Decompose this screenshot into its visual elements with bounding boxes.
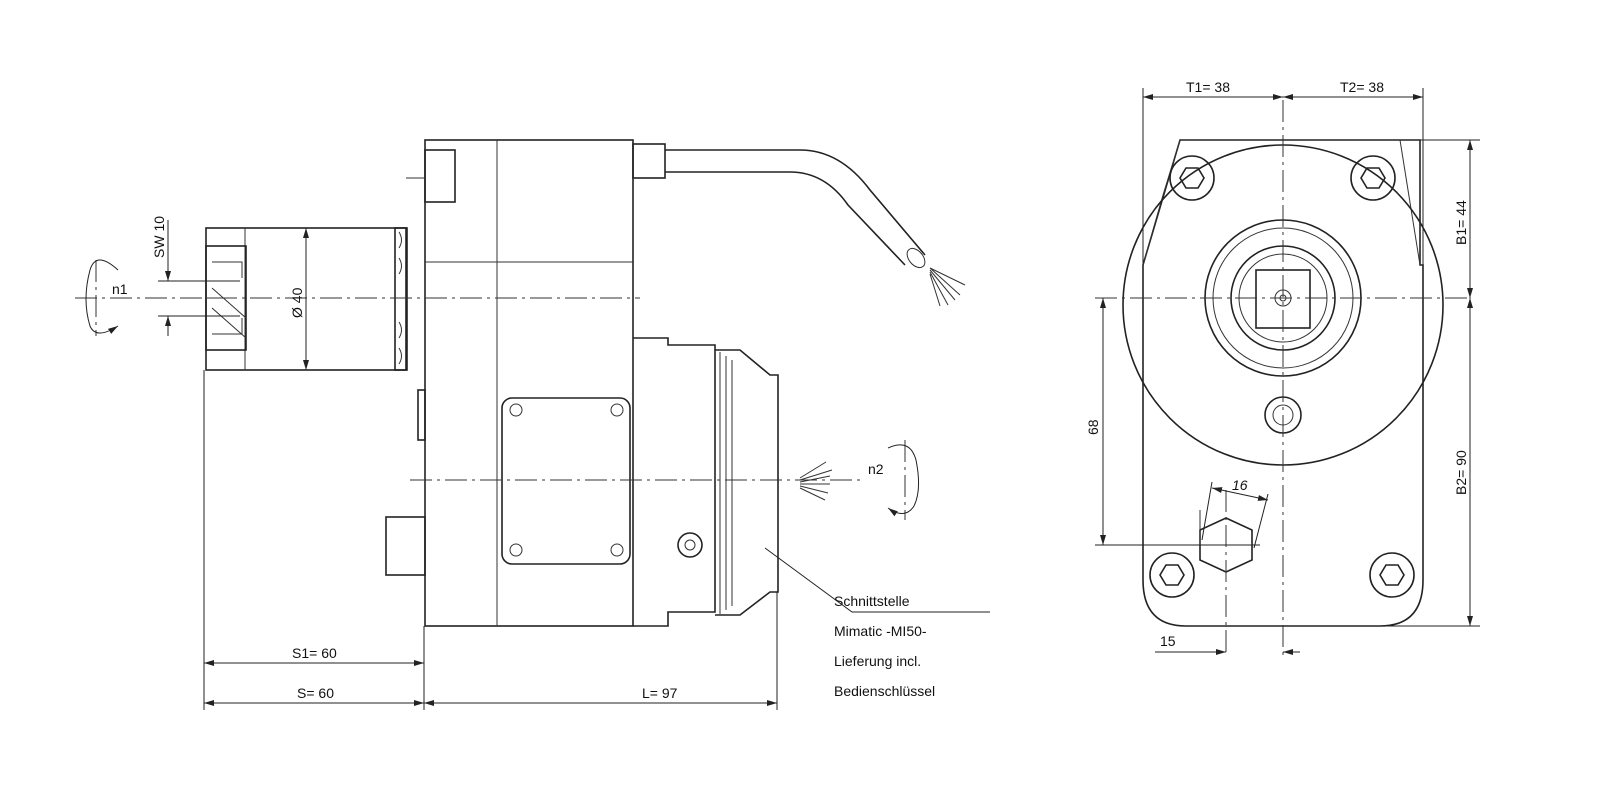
hex-16-dimension: 16 — [1232, 477, 1248, 493]
b1-dimension: B1= 44 — [1453, 200, 1469, 245]
note-line-4: Bedienschlüssel — [834, 683, 935, 699]
bolt-icon — [1149, 552, 1195, 598]
front-view: T1= 38 T2= 38 B1= 44 B2= 90 68 16 15 — [1085, 79, 1480, 660]
s-dimension: S= 60 — [297, 685, 334, 701]
bolt-icon — [1369, 552, 1415, 598]
wrench-size-label: SW 10 — [151, 216, 167, 258]
rotation-arrow-icon — [887, 444, 920, 517]
s1-dimension: S1= 60 — [292, 645, 337, 661]
bolt-icon — [1169, 155, 1215, 201]
diameter-label: Ø 40 — [289, 287, 305, 318]
length-dimension: L= 97 — [642, 685, 678, 701]
t2-dimension: T2= 38 — [1340, 79, 1384, 95]
bolt-icon — [1350, 155, 1396, 201]
note-line-3: Lieferung incl. — [834, 653, 921, 669]
height-68-dimension: 68 — [1085, 419, 1101, 435]
mimatic-interface — [633, 337, 833, 627]
side-view: n1 n2 SW 10 Ø 40 S1= 60 S= 60 L= 97 Schn… — [75, 139, 990, 710]
t1-dimension: T1= 38 — [1186, 79, 1230, 95]
note-line-2: Mimatic -MI50- — [834, 623, 927, 639]
rotation-n2-label: n2 — [868, 461, 884, 477]
note-line-1: Schnittstelle — [834, 593, 910, 609]
offset-15-dimension: 15 — [1160, 633, 1176, 649]
rotation-arrow-icon — [85, 259, 119, 334]
rotation-n1-label: n1 — [112, 281, 128, 297]
b2-dimension: B2= 90 — [1453, 450, 1469, 495]
housing — [385, 139, 966, 627]
note-leader — [764, 547, 990, 613]
